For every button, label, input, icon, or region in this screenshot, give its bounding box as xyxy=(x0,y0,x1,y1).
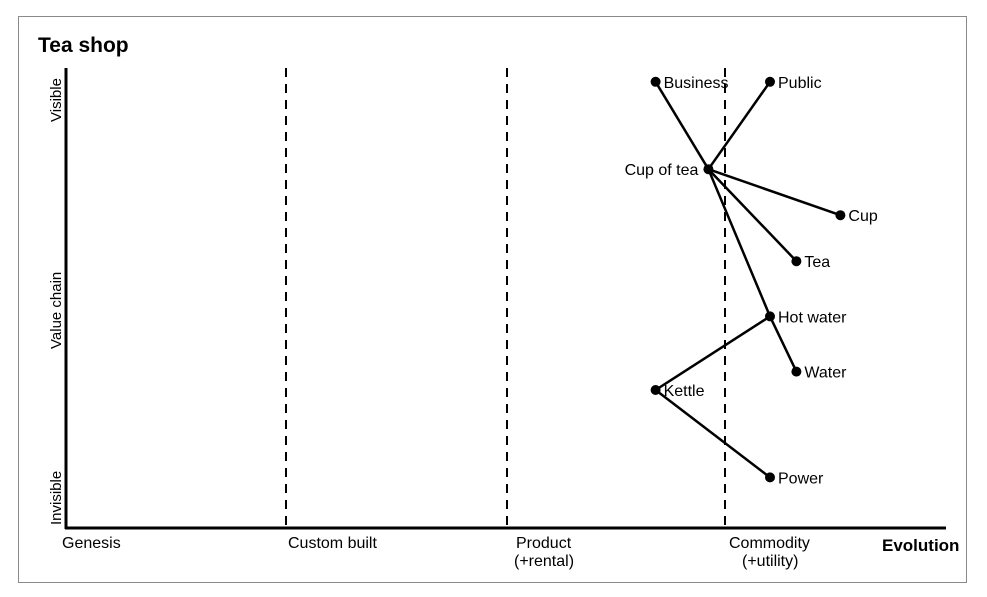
component-dot-public xyxy=(765,76,775,87)
component-dot-water xyxy=(791,366,802,377)
component-label-tea: Tea xyxy=(804,254,830,271)
component-label-water: Water xyxy=(804,365,847,382)
component-dot-kettle xyxy=(650,385,661,395)
y-axis-bottom-label: Invisible xyxy=(48,471,65,525)
link-kettle-to-power xyxy=(654,389,771,479)
link-business-to-cup-of-tea xyxy=(654,81,710,170)
component-tea: Tea xyxy=(791,254,830,271)
component-dot-business xyxy=(650,76,661,87)
link-cup-of-tea-to-hot-water xyxy=(707,168,772,317)
component-label-cup-of-tea: Cup of tea xyxy=(625,162,699,179)
link-cup-of-tea-to-cup xyxy=(707,168,841,217)
component-dot-tea xyxy=(791,256,802,267)
stage-label-product: Product xyxy=(516,535,572,552)
link-cup-of-tea-to-tea xyxy=(707,168,798,263)
stage-label-commodity-sub: (+utility) xyxy=(742,553,798,570)
map-frame xyxy=(18,16,967,583)
dependency-links xyxy=(654,81,841,479)
component-label-kettle: Kettle xyxy=(664,383,705,400)
component-dot-hot-water xyxy=(765,311,775,322)
component-label-hot-water: Hot water xyxy=(778,309,847,326)
component-label-cup: Cup xyxy=(848,208,877,225)
component-cup: Cup xyxy=(835,208,878,225)
component-public: Public xyxy=(765,75,822,92)
component-dot-power xyxy=(765,472,775,483)
stage-label-custom-built: Custom built xyxy=(288,535,377,552)
link-public-to-cup-of-tea xyxy=(707,81,772,170)
link-hot-water-to-kettle xyxy=(654,315,771,392)
component-dot-cup xyxy=(835,210,846,221)
x-axis-label: Evolution xyxy=(882,536,959,555)
y-axis-top-label: Visible xyxy=(48,78,65,122)
stage-label-commodity: Commodity xyxy=(729,535,810,552)
component-kettle: Kettle xyxy=(650,383,705,400)
y-axis-label: Value chain xyxy=(48,272,65,349)
stage-label-genesis: Genesis xyxy=(62,535,121,552)
component-label-power: Power xyxy=(778,470,824,487)
component-power: Power xyxy=(765,470,824,487)
component-water: Water xyxy=(791,365,847,382)
component-cup-of-tea: Cup of tea xyxy=(625,162,714,179)
component-label-business: Business xyxy=(664,75,729,92)
component-business: Business xyxy=(650,75,729,92)
link-hot-water-to-water xyxy=(768,315,798,373)
component-dot-cup-of-tea xyxy=(703,164,714,175)
component-hot-water: Hot water xyxy=(765,309,847,326)
map-title: Tea shop xyxy=(38,34,129,57)
component-label-public: Public xyxy=(778,75,822,92)
stage-label-product-sub: (+rental) xyxy=(514,553,574,570)
